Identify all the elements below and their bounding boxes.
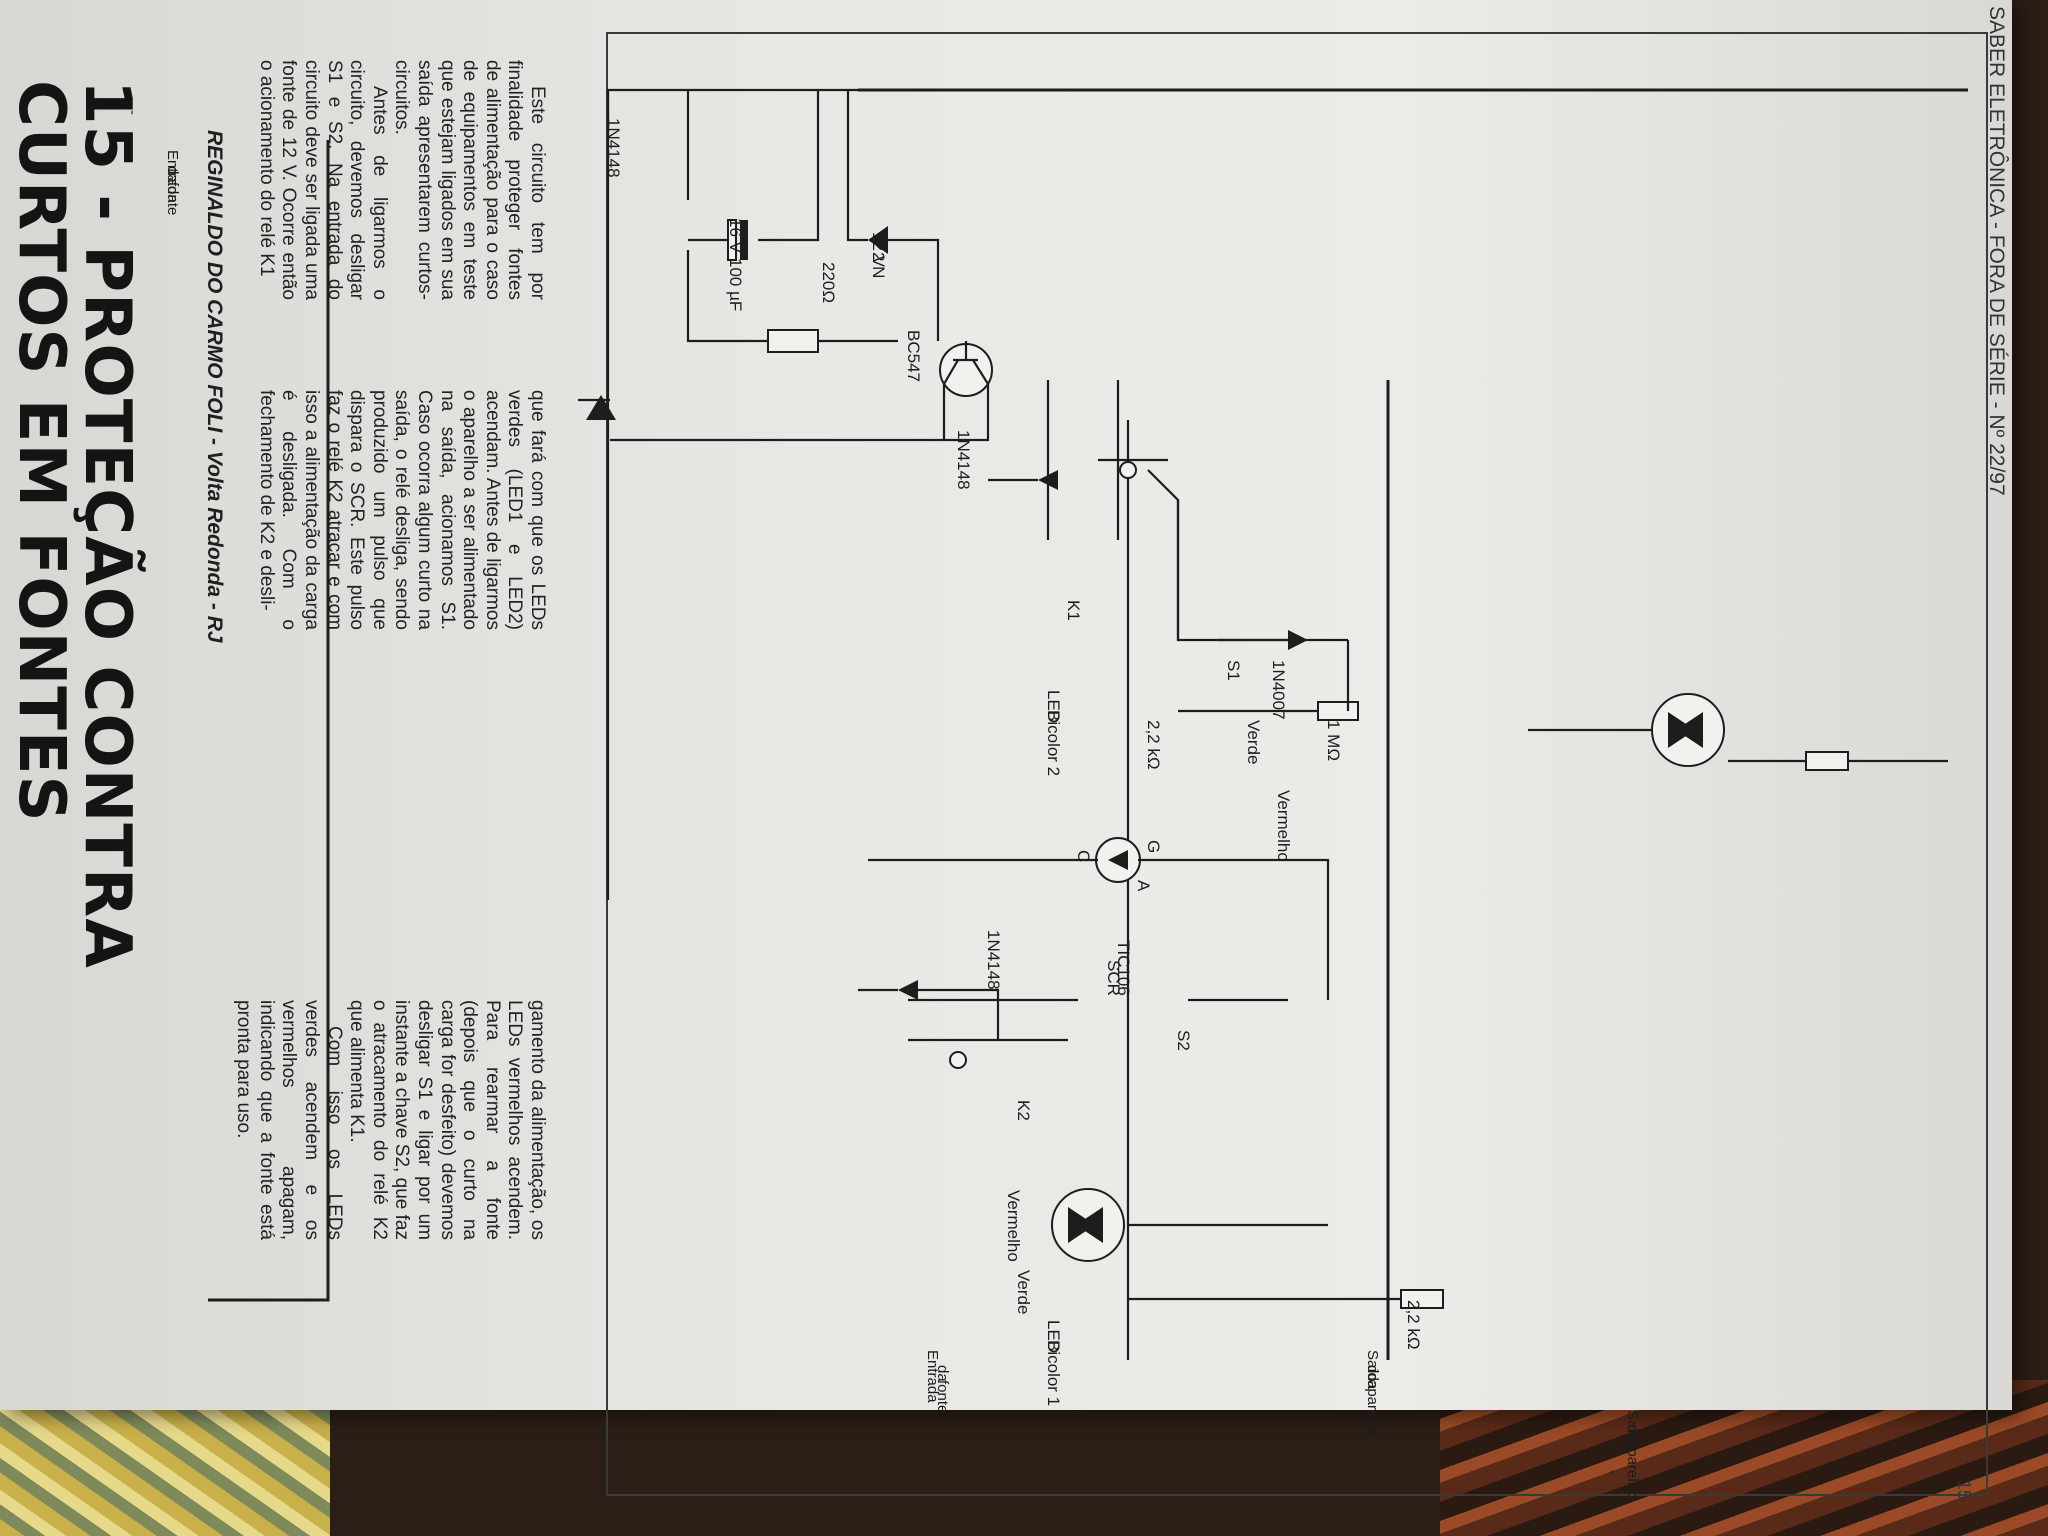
label-cap-voltage: 16 V <box>726 218 745 254</box>
label-vermelho-1: Vermelho <box>1274 790 1293 862</box>
wire <box>1128 728 1948 1301</box>
zener-diode-symbol <box>868 226 888 254</box>
page-footer: SABER ELETRÔNICA - FORA DE SÉRIE - Nº 22… <box>1985 6 2008 496</box>
label-verde-2: Verde <box>1014 1270 1033 1314</box>
label-s2: S2 <box>1174 1030 1193 1051</box>
relay-k1-coil <box>1098 380 1168 540</box>
label-r2k2-a: 2,2 kΩ <box>1144 720 1163 770</box>
label-d2: 1N4148 <box>954 430 973 490</box>
label-entrada-neg-fonte: fonte <box>164 182 181 215</box>
label-led1: LED <box>1044 1320 1063 1353</box>
label-r220: 220Ω <box>819 262 838 303</box>
resistor-220 <box>767 329 819 353</box>
transistor-leads <box>943 341 989 385</box>
label-led1-name: Bicolor 1 <box>1044 1340 1063 1406</box>
label-saida-pos-do: do <box>1364 1365 1381 1382</box>
label-saida-pos-sign: + <box>1364 1410 1381 1419</box>
resistor-1m <box>1317 701 1359 721</box>
capacitor-plate <box>740 220 748 260</box>
label-entrada-pos-fonte: fonte <box>934 1380 951 1413</box>
label-relay-k1: K1 <box>1064 600 1083 621</box>
label-entrada-neg-sign: - <box>124 110 141 115</box>
diode-1n4148-symbol <box>586 395 616 420</box>
wire <box>846 90 940 341</box>
page-number: 15 <box>1954 1480 1974 1501</box>
diode-1n4148-c-symbol <box>898 980 918 1000</box>
relay-k2-contact <box>949 1051 967 1069</box>
label-entrada-neg: Entrada <box>164 150 181 203</box>
label-cap-value: 100 µF <box>726 258 745 311</box>
label-entrada-pos-sign: + <box>944 1410 961 1419</box>
label-saida-neg-do: do <box>1624 1425 1641 1442</box>
resistor-2k2-a <box>1805 751 1849 771</box>
label-s1: S1 <box>1224 660 1243 681</box>
label-saida-pos-aparelho: aparelho <box>1364 1380 1381 1438</box>
label-entrada-neg-da: da <box>164 166 181 183</box>
label-scr-c: C <box>1074 850 1093 862</box>
input-positive-rail <box>208 140 330 1302</box>
wire <box>686 250 898 343</box>
label-led2-name: Bicolor 2 <box>1044 710 1063 776</box>
label-saida-neg-sign: - <box>1604 1470 1621 1475</box>
label-scr-a: A <box>1134 880 1153 892</box>
label-saida-neg: Saída <box>1624 1410 1641 1450</box>
relay-k1-contact <box>1119 461 1137 479</box>
label-scr: SCR <box>1104 960 1123 996</box>
label-entrada-pos-da: da <box>934 1365 951 1382</box>
wire <box>688 90 820 242</box>
label-d1: 1N4148 <box>604 118 623 178</box>
scr-diode <box>1108 850 1128 870</box>
wire <box>988 380 1050 540</box>
wire <box>858 988 1000 1040</box>
diode-1n4007-symbol <box>1288 630 1308 650</box>
label-scr-g: G <box>1144 840 1163 853</box>
label-zener-type: 2 N <box>869 252 888 278</box>
wire <box>1178 640 1350 713</box>
led1-diode-b <box>1068 1207 1095 1243</box>
label-scr-type: TIC106 <box>1114 940 1133 996</box>
wire <box>868 858 1330 1000</box>
supply-top-wire <box>606 88 1888 900</box>
led2-diode-b <box>1668 712 1695 748</box>
label-verde-1: Verde <box>1244 720 1263 764</box>
label-saida-pos: Saída <box>1364 1350 1381 1390</box>
label-led2: LED <box>1044 690 1063 723</box>
relay-k2-coil <box>908 998 1078 1042</box>
label-entrada-pos: Entrada <box>924 1350 941 1403</box>
label-vermelho-2: Vermelho <box>1004 1190 1023 1262</box>
label-d3: 1N4148 <box>984 930 1003 990</box>
label-saida-neg-aparelho: aparelho <box>1624 1440 1641 1498</box>
label-relay-k2: K2 <box>1014 1100 1033 1121</box>
label-r2k2-b: 2,2 kΩ <box>1404 1300 1423 1350</box>
label-r1m: 1 MΩ <box>1324 720 1343 761</box>
label-transistor: BC547 <box>904 330 923 382</box>
wire <box>610 384 990 442</box>
label-d4007: 1N4007 <box>1269 660 1288 720</box>
magazine-page: 15 - PROTEÇÃO CONTRA CURTOS EM FONTES RE… <box>0 0 2012 1500</box>
label-zener-voltage: 12 V <box>869 232 888 268</box>
